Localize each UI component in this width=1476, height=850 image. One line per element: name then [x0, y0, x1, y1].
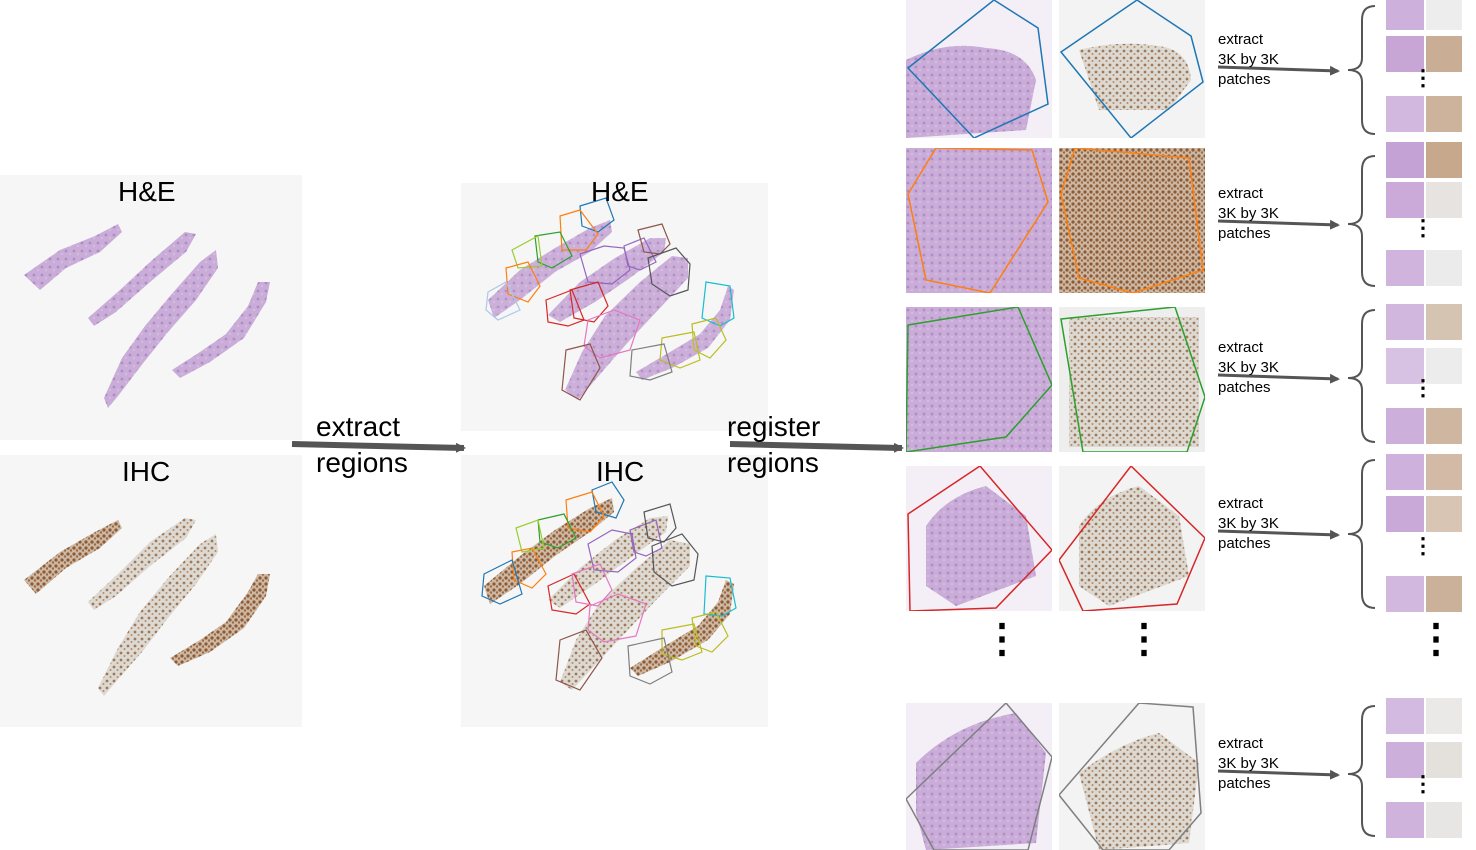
patch-arrows: [1217, 65, 1340, 780]
braces: [1347, 5, 1376, 837]
left-ihc-label: IHC: [122, 456, 171, 487]
mid-he-label: H&E: [591, 176, 649, 207]
region-tile-ihc-1: [1059, 0, 1205, 138]
patch-he: [1386, 182, 1424, 218]
patch-ihc: [1426, 142, 1462, 178]
patch-label-2-line1: extract: [1218, 185, 1264, 202]
patch-he: [1386, 250, 1424, 286]
region-tile-he-2: [906, 148, 1052, 293]
extract-arrow: [291, 441, 466, 453]
region-tile-ihc-4: [1059, 466, 1205, 611]
patch-he: [1386, 698, 1424, 734]
region-tile-he-4: [906, 466, 1052, 611]
step1-line1: extract: [316, 411, 401, 442]
register-arrow: [729, 441, 904, 453]
patch-dots-5: ⋮: [1412, 771, 1434, 796]
patch-dots-3: ⋮: [1412, 375, 1434, 400]
patch-he: [1386, 348, 1424, 384]
region-tile-ihc-5: [1059, 703, 1205, 850]
patch-ihc: [1426, 576, 1462, 612]
mid-he-regions: [485, 197, 735, 401]
tile-he-dots: ⋮: [982, 617, 1022, 661]
step1-line2: regions: [316, 447, 408, 478]
patch-ihc: [1426, 496, 1462, 532]
patch-he: [1386, 304, 1424, 340]
region-tile-he-1: [906, 0, 1052, 138]
patch-label-3-line2: 3K by 3K: [1218, 359, 1279, 376]
patch-label-2: extract 3K by 3K patches: [1218, 184, 1279, 244]
patch-he: [1386, 36, 1424, 72]
patch-he: [1386, 96, 1424, 132]
left-he-tissue: [24, 224, 270, 408]
patch-ihc: [1426, 802, 1462, 838]
patch-ihc: [1426, 348, 1462, 384]
patch-ihc: [1426, 182, 1462, 218]
patch-ihc: [1426, 304, 1462, 340]
patch-ihc: [1426, 36, 1462, 72]
step2-line1: register: [727, 411, 821, 442]
patch-label-1: extract 3K by 3K patches: [1218, 30, 1279, 90]
patch-label-4: extract 3K by 3K patches: [1218, 494, 1279, 554]
patch-label-4-line2: 3K by 3K: [1218, 515, 1279, 532]
patch-he: [1386, 142, 1424, 178]
step2-label: register regions: [727, 409, 820, 481]
mid-ihc-regions: [481, 481, 737, 691]
patch-ihc: [1426, 454, 1462, 490]
patch-label-4-line1: extract: [1218, 495, 1264, 512]
patch-label-2-line3: patches: [1218, 225, 1271, 242]
step1-label: extract regions: [316, 409, 408, 481]
patch-label-1-line2: 3K by 3K: [1218, 51, 1279, 68]
patch-he: [1386, 454, 1424, 490]
tile-ihc-dots: ⋮: [1124, 617, 1164, 661]
region-tile-he-5: [906, 703, 1052, 850]
patch-label-4-line3: patches: [1218, 535, 1271, 552]
patch-he: [1386, 576, 1424, 612]
patch-label-3-line3: patches: [1218, 379, 1271, 396]
patch-he: [1386, 742, 1424, 778]
patch-ihc: [1426, 408, 1462, 444]
patch-label-5-line3: patches: [1218, 775, 1271, 792]
left-ihc-tissue: [24, 518, 270, 696]
patch-label-1-line3: patches: [1218, 71, 1271, 88]
patch-label-5: extract 3K by 3K patches: [1218, 734, 1279, 794]
patch-dots: ⋮: [1416, 617, 1456, 661]
mid-he-tissue: [488, 220, 734, 400]
patch-ihc: [1426, 742, 1462, 778]
patch-dots-2: ⋮: [1412, 215, 1434, 240]
left-he-label: H&E: [118, 176, 176, 207]
patch-ihc: [1426, 96, 1462, 132]
patch-dots-1: ⋮: [1412, 65, 1434, 90]
patch-he: [1386, 802, 1424, 838]
patch-label-3-line1: extract: [1218, 339, 1264, 356]
patch-ihc: [1426, 0, 1462, 30]
patch-label-3: extract 3K by 3K patches: [1218, 338, 1279, 398]
region-tile-he-3: [906, 307, 1052, 452]
patch-label-5-line1: extract: [1218, 735, 1264, 752]
region-tile-ihc-3: [1059, 307, 1205, 452]
mid-ihc-label: IHC: [596, 456, 645, 487]
patch-label-1-line1: extract: [1218, 31, 1264, 48]
step2-line2: regions: [727, 447, 819, 478]
patch-dots-4: ⋮: [1412, 533, 1434, 558]
patch-label-5-line2: 3K by 3K: [1218, 755, 1279, 772]
mid-ihc-tissue: [484, 498, 734, 690]
patch-he: [1386, 496, 1424, 532]
patch-he: [1386, 408, 1424, 444]
patch-ihc: [1426, 250, 1462, 286]
patch-he: [1386, 0, 1424, 30]
region-tile-ihc-2: [1059, 148, 1205, 293]
patch-ihc: [1426, 698, 1462, 734]
patch-label-2-line2: 3K by 3K: [1218, 205, 1279, 222]
